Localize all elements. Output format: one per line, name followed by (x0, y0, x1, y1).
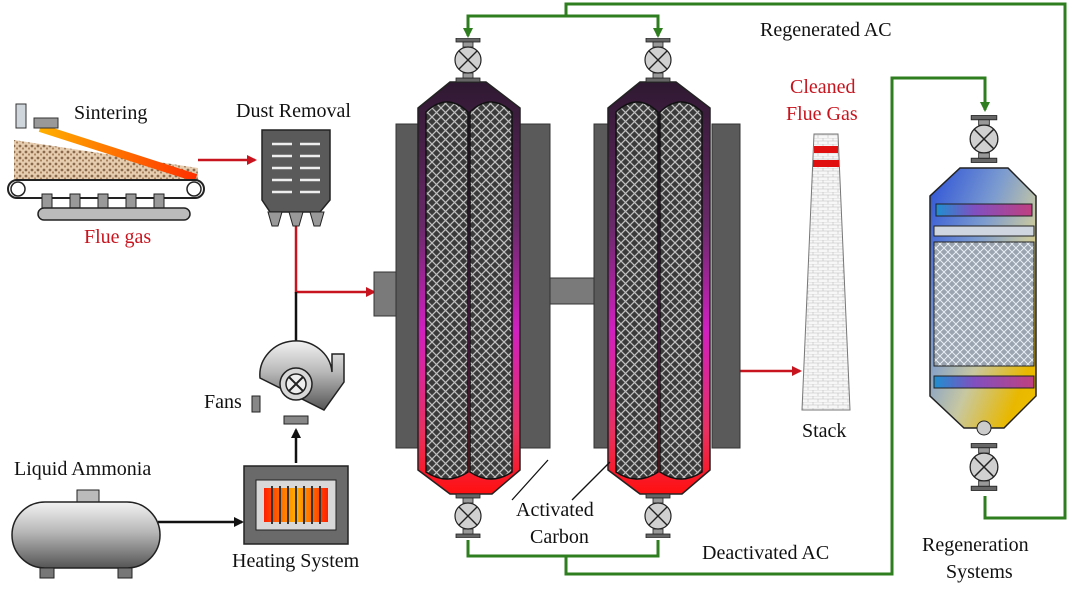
label-regeneration-systems-line1: Regeneration (922, 534, 1029, 556)
valve-top-1 (454, 38, 482, 82)
label-flue-gas: Flue gas (84, 226, 152, 248)
label-activated-carbon-line2: Carbon (530, 526, 589, 548)
stack-chimney (801, 133, 851, 411)
label-deactivated-ac: Deactivated AC (702, 542, 830, 564)
valve-bottom-2 (644, 494, 672, 538)
label-liquid-ammonia: Liquid Ammonia (14, 458, 152, 480)
dust-removal-unit (261, 129, 331, 227)
sintering-machine (7, 103, 205, 221)
label-heating-system: Heating System (232, 550, 360, 572)
heating-system-unit (243, 465, 349, 545)
adsorption-tower-2 (593, 38, 741, 538)
liquid-ammonia-tank (11, 489, 161, 579)
fan-unit (251, 340, 345, 425)
valve-bottom-1 (454, 494, 482, 538)
tower-connector (549, 277, 595, 305)
valve-regen-bottom (969, 442, 999, 492)
label-cleaned-flue-gas-line2: Flue Gas (786, 103, 858, 125)
label-activated-carbon-line1: Activated (516, 499, 594, 521)
label-sintering: Sintering (74, 102, 148, 124)
label-stack: Stack (802, 420, 847, 442)
activated-carbon-pointers (511, 459, 611, 501)
label-cleaned-flue-gas-line1: Cleaned (790, 76, 856, 98)
valve-regen-top (969, 114, 999, 164)
regeneration-system-unit (929, 114, 1037, 492)
label-regeneration-systems-line2: Systems (946, 561, 1013, 583)
label-regenerated-ac: Regenerated AC (760, 19, 892, 41)
green-ac-loop (463, 2, 1067, 576)
label-dust-removal: Dust Removal (236, 100, 351, 122)
valve-top-2 (644, 38, 672, 82)
adsorption-tower-1 (373, 38, 551, 538)
label-fans: Fans (204, 391, 242, 413)
